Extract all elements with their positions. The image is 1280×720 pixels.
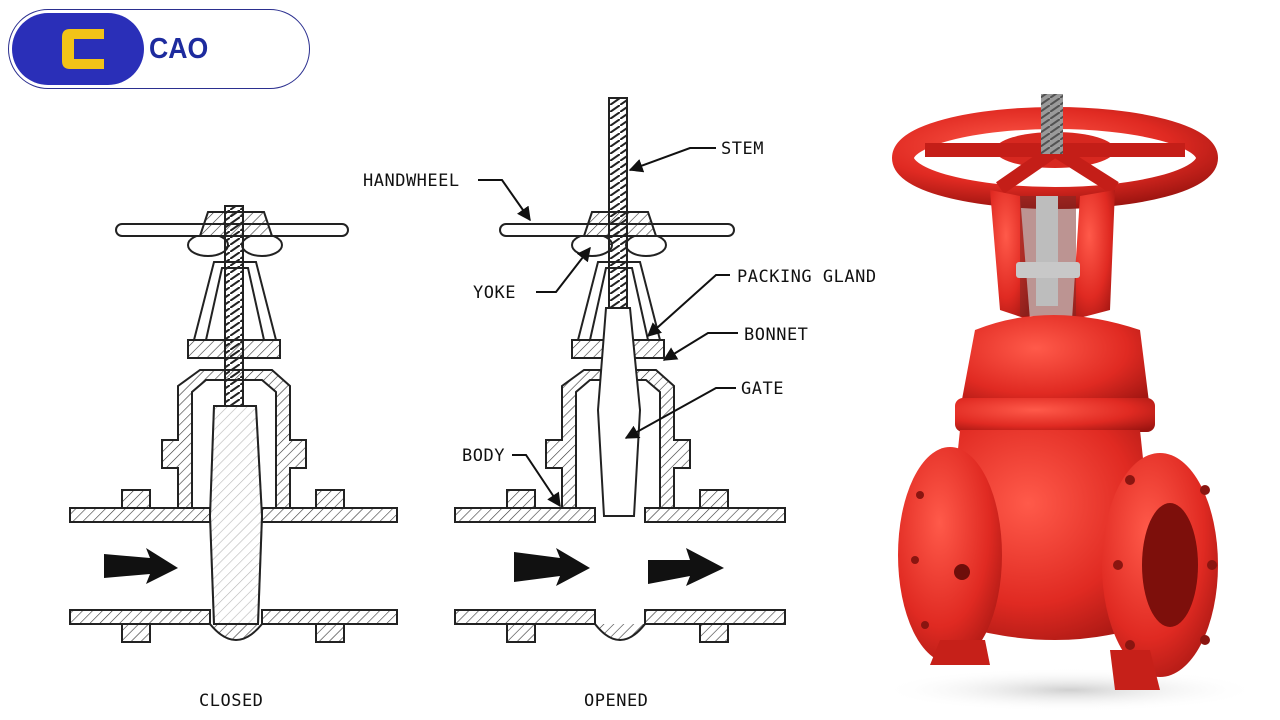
flow-arrow-icon xyxy=(648,548,724,586)
label-bonnet: BONNET xyxy=(744,325,808,345)
label-body: BODY xyxy=(462,446,505,466)
opened-valve-drawing xyxy=(454,97,786,643)
label-stem: STEM xyxy=(721,139,764,159)
brand-name: CAO PHONG xyxy=(149,33,209,65)
label-opened: OPENED xyxy=(584,691,648,711)
closed-valve-drawing xyxy=(69,205,398,643)
brand-logo: CAO PHONG xyxy=(8,9,310,89)
flow-arrow-icon xyxy=(104,548,178,584)
label-yoke: YOKE xyxy=(473,283,516,303)
logo-c-icon xyxy=(62,29,104,69)
label-handwheel: HANDWHEEL xyxy=(363,171,460,191)
flow-arrow-icon xyxy=(514,548,590,586)
label-gate: GATE xyxy=(741,379,784,399)
label-closed: CLOSED xyxy=(199,691,263,711)
gate-valve-photo xyxy=(880,94,1260,712)
label-packing-gland: PACKING GLAND xyxy=(737,267,877,287)
logo-badge xyxy=(12,13,144,85)
